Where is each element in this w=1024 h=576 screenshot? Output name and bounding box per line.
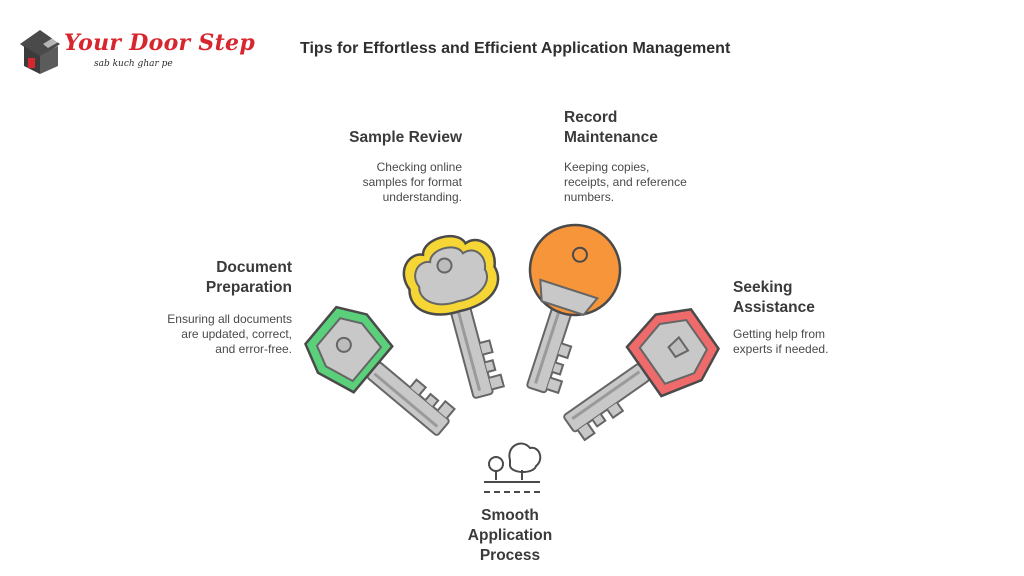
step-1-description: Ensuring all documents are updated, corr…	[167, 312, 292, 356]
orange-key-icon	[525, 223, 622, 398]
step-3-description: Keeping copies, receipts, and reference …	[564, 160, 687, 204]
trees-icon	[484, 442, 542, 493]
page-title: Tips for Effortless and Efficient Applic…	[300, 40, 731, 57]
step-2-heading: Sample Review	[349, 129, 462, 146]
step-2-description: Checking online samples for format under…	[362, 160, 462, 204]
step-1-heading: Document Preparation	[205, 259, 292, 296]
step-3-heading: Record Maintenance	[564, 109, 658, 146]
yellow-key-icon	[402, 234, 506, 400]
red-key-icon	[562, 308, 720, 444]
logo-name: Your Door Step	[64, 30, 256, 56]
step-4-heading: Seeking Assistance	[733, 279, 815, 316]
step-4-description: Getting help from experts if needed.	[733, 327, 829, 356]
logo-tagline: sab kuch ghar pe	[94, 59, 173, 69]
outcome-heading: Smooth Application Process	[467, 507, 553, 564]
green-key-icon	[304, 305, 459, 438]
